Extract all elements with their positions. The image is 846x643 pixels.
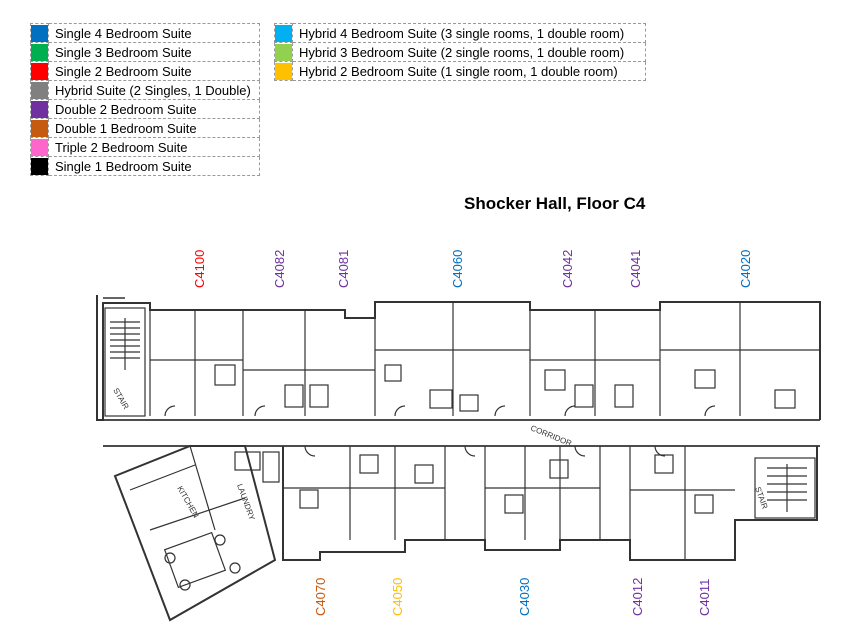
legend-label: Double 1 Bedroom Suite [48,118,260,138]
legend-swatch [31,43,48,61]
legend-swatch [31,62,48,80]
legend-label: Single 2 Bedroom Suite [48,61,260,81]
legend-row: Hybrid Suite (2 Singles, 1 Double) [30,80,260,100]
legend-swatch [31,138,48,156]
outer-wall-bottom [282,446,818,561]
laundry-label: LAUNDRY [235,483,257,522]
suite-number-label: C4060 [450,249,465,288]
legend-label: Hybrid Suite (2 Singles, 1 Double) [48,80,260,100]
legend-swatch [31,119,48,137]
suite-number-label: C4011 [697,578,712,616]
legend-swatch-cell [30,23,49,43]
legend-row: Single 1 Bedroom Suite [30,156,260,176]
legend-swatch [31,24,48,42]
legend-label: Single 3 Bedroom Suite [48,42,260,62]
legend-swatch [31,100,48,118]
suite-number-label: C4081 [336,249,351,288]
legend-swatch-cell [30,80,49,100]
legend-swatch [275,24,292,42]
legend-swatch [31,81,48,99]
stair-left-block [104,307,146,417]
legend-label: Single 1 Bedroom Suite [48,156,260,176]
legend-label: Hybrid 3 Bedroom Suite (2 single rooms, … [292,42,646,62]
legend-swatch-cell [30,61,49,81]
legend-row: Single 2 Bedroom Suite [30,61,260,81]
legend-row: Double 1 Bedroom Suite [30,118,260,138]
legend-swatch-cell [30,137,49,157]
legend-label: Single 4 Bedroom Suite [48,23,260,43]
legend-row: Hybrid 2 Bedroom Suite (1 single room, 1… [274,61,646,81]
suite-number-label: C4020 [738,249,753,288]
map-title: Shocker Hall, Floor C4 [464,194,646,213]
stair-left-label: STAIR [111,387,130,412]
kitchen-wing [113,445,277,622]
legend-label: Double 2 Bedroom Suite [48,99,260,119]
legend-swatch [275,43,292,61]
kitchen-label: KITCHEN [175,485,200,520]
suite-number-label: C4100 [192,249,207,288]
legend-swatch-cell [274,61,293,81]
legend-swatch-cell [30,42,49,62]
legend-swatch-cell [274,42,293,62]
legend-swatch [31,157,48,175]
legend-swatch [275,62,292,80]
stair-right-block [754,457,816,519]
legend-swatch-cell [30,118,49,138]
legend-row: Hybrid 4 Bedroom Suite (3 single rooms, … [274,23,646,43]
legend-row: Triple 2 Bedroom Suite [30,137,260,157]
legend-swatch-cell [274,23,293,43]
suite-number-label: C4042 [560,249,575,288]
legend-row: Double 2 Bedroom Suite [30,99,260,119]
suite-number-label: C4041 [628,249,643,288]
legend-swatch-cell [30,156,49,176]
suite-number-label: C4082 [272,249,287,288]
legend-row: Hybrid 3 Bedroom Suite (2 single rooms, … [274,42,646,62]
corridor-label: CORRIDOR [529,424,573,449]
suite-number-label: C4050 [390,577,405,616]
suite-number-label: C4030 [517,577,532,616]
legend-swatch-cell [30,99,49,119]
floor-plan: STAIR STAIR KITCHEN LAUNDRY CORRIDOR [96,295,821,622]
legend-row: Single 3 Bedroom Suite [30,42,260,62]
legend-label: Hybrid 4 Bedroom Suite (3 single rooms, … [292,23,646,43]
legend-row: Single 4 Bedroom Suite [30,23,260,43]
suite-number-label: C4012 [630,577,645,616]
outer-wall-top [96,295,821,421]
legend-right: Hybrid 4 Bedroom Suite (3 single rooms, … [274,23,646,81]
suite-number-label: C4070 [313,577,328,616]
legend-label: Hybrid 2 Bedroom Suite (1 single room, 1… [292,61,646,81]
legend-label: Triple 2 Bedroom Suite [48,137,260,157]
